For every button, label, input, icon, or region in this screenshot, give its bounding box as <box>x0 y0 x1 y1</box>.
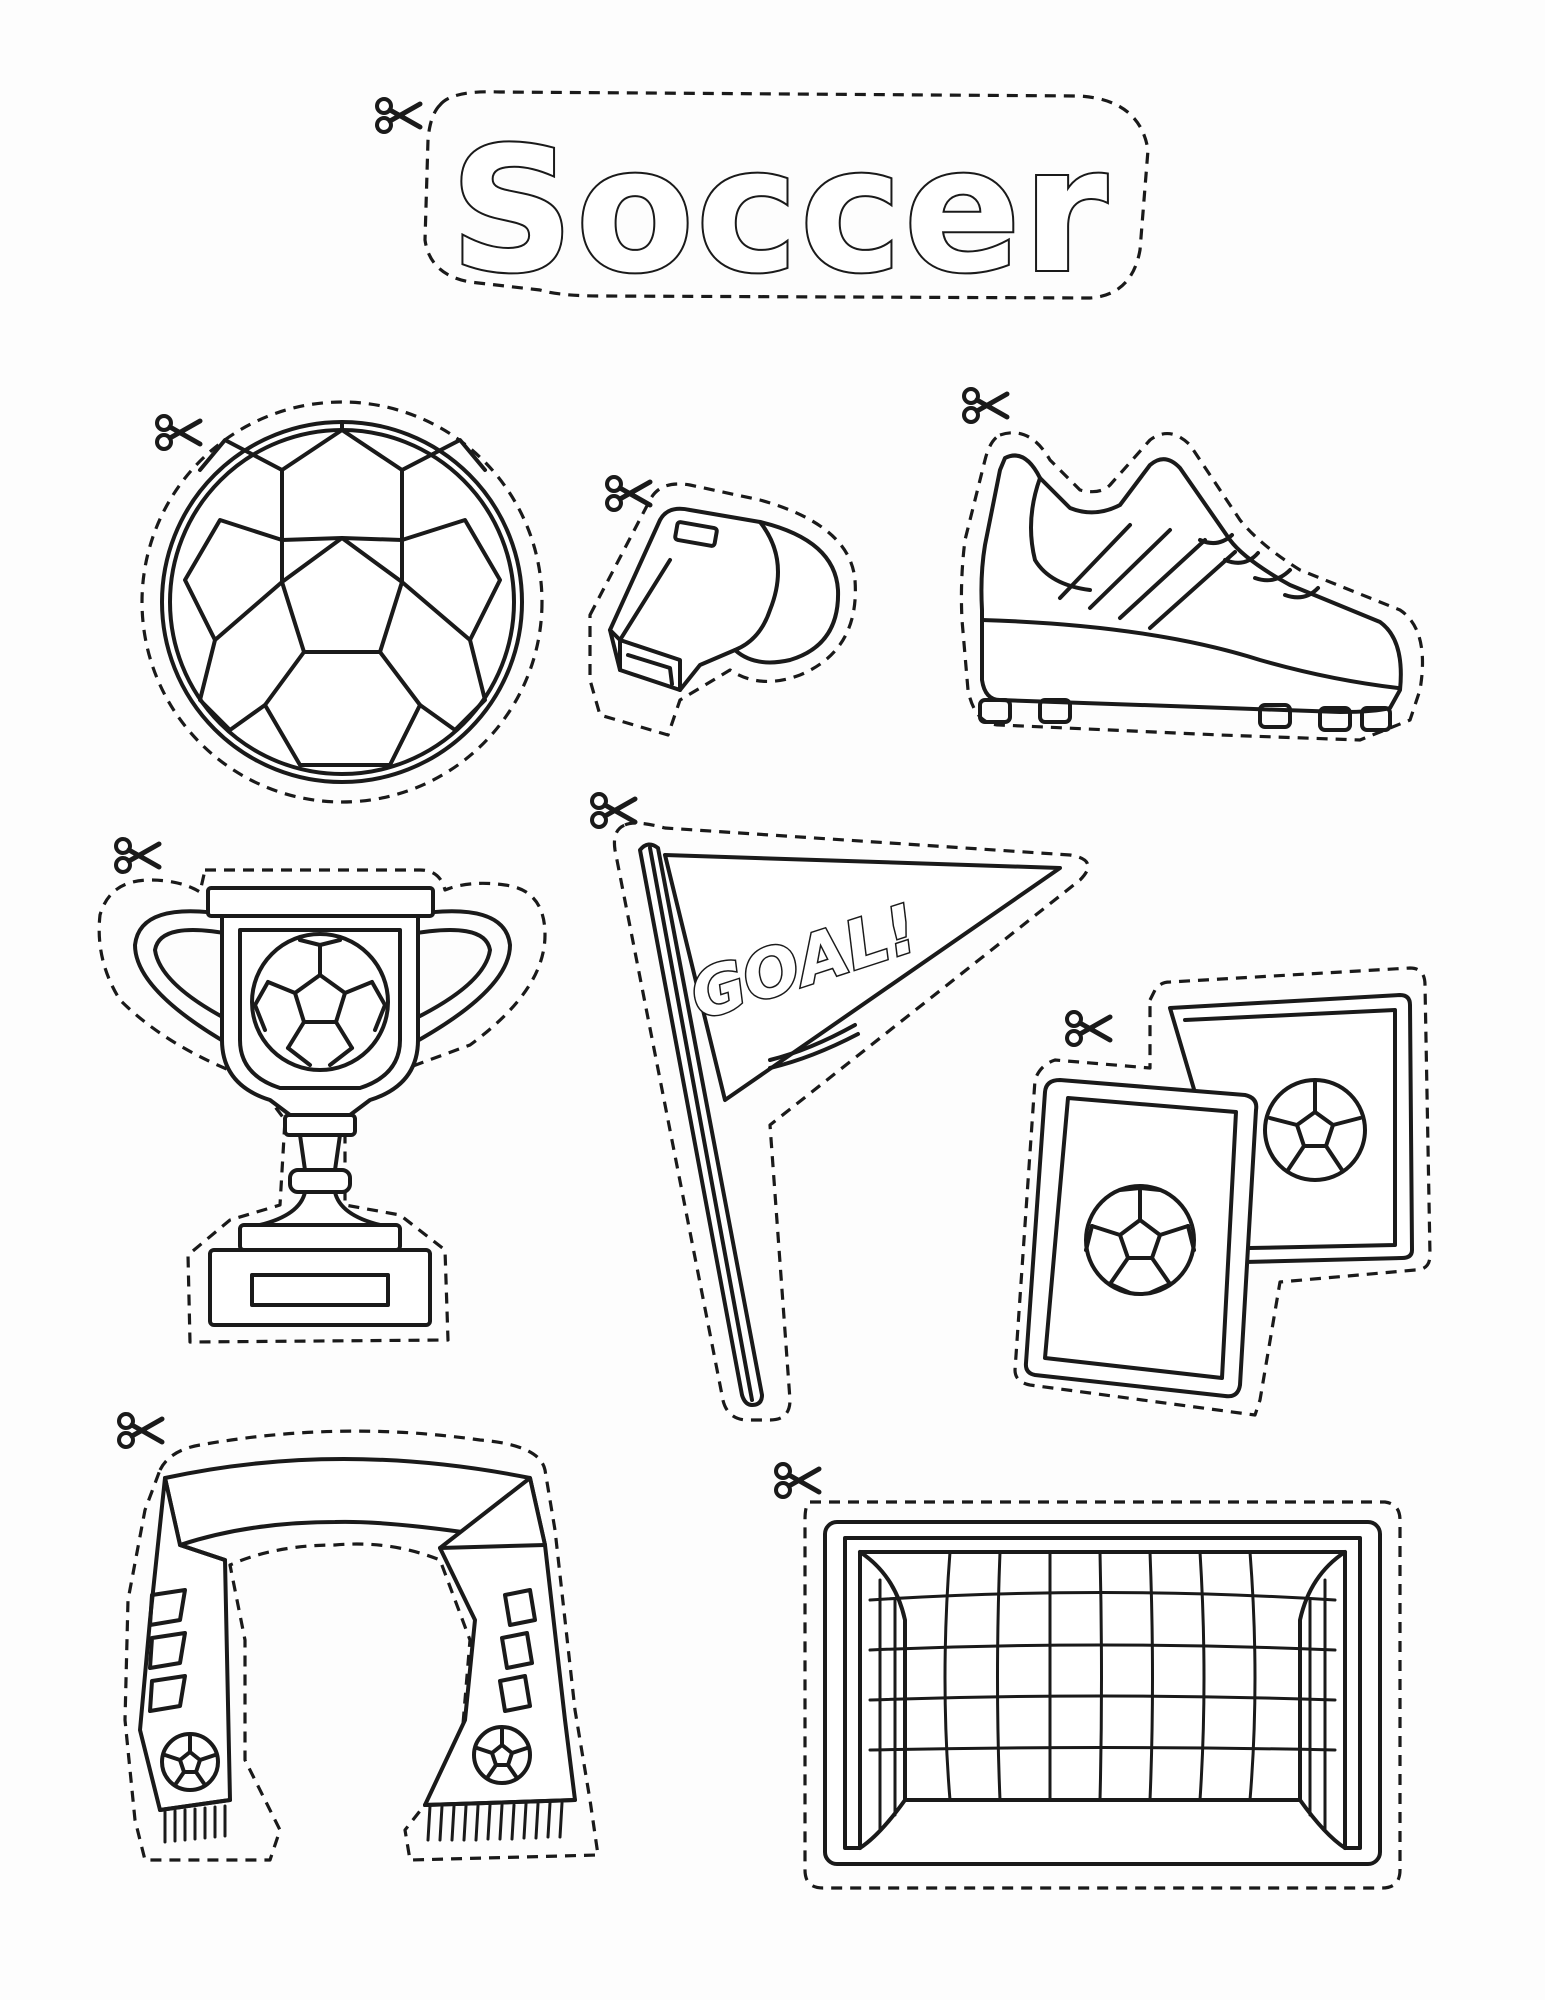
title-sticker: Soccer <box>377 90 1150 313</box>
sticker-goal-net[interactable] <box>776 1464 1402 1890</box>
ball-scissors-icon <box>157 416 200 449</box>
card-front-ball-icon <box>1084 1184 1196 1296</box>
pennant-cut-line <box>612 821 1090 1422</box>
sticker-cards[interactable] <box>1013 966 1432 1417</box>
sticker-trophy[interactable] <box>97 839 547 1344</box>
sticker-cleat[interactable] <box>959 389 1424 742</box>
sticker-whistle[interactable] <box>588 477 857 737</box>
whistle-icon <box>608 506 841 692</box>
pennant-scissors-icon <box>592 794 635 827</box>
goal-net-icon <box>823 1520 1382 1866</box>
scarf-icon <box>138 1457 577 1844</box>
page-title: Soccer <box>450 110 1109 311</box>
whistle-cut-line <box>588 482 857 737</box>
soccer-cleat-icon <box>978 453 1403 732</box>
scarf-right-ball-icon <box>472 1725 532 1785</box>
trophy-icon <box>133 886 512 1327</box>
trophy-scissors-icon <box>116 839 159 872</box>
card-back-ball-icon <box>1263 1078 1367 1182</box>
sticker-scarf[interactable] <box>119 1414 600 1862</box>
trophy-cut-line <box>97 868 547 1344</box>
cleat-scissors-icon <box>964 389 1007 422</box>
soccer-ball-icon <box>160 420 524 784</box>
ball-cut-line <box>140 400 544 804</box>
goal-net-cut-line <box>803 1500 1402 1890</box>
cards-cut-line <box>1013 966 1432 1417</box>
goal-net-scissors-icon <box>776 1464 819 1497</box>
scarf-cut-line <box>123 1429 600 1862</box>
scarf-scissors-icon <box>119 1414 162 1447</box>
sticker-soccer-ball[interactable] <box>140 400 544 804</box>
trophy-ball-icon <box>250 932 390 1072</box>
cleat-cut-line <box>959 431 1424 742</box>
title-scissors-icon <box>377 99 420 132</box>
sticker-pennant[interactable]: GOAL! <box>592 794 1090 1422</box>
title-cut-line <box>423 90 1150 300</box>
goal-pennant-icon: GOAL! <box>638 842 1062 1407</box>
player-cards-icon <box>1023 993 1414 1399</box>
scarf-left-ball-icon <box>160 1732 220 1792</box>
whistle-scissors-icon <box>607 477 650 510</box>
cards-scissors-icon <box>1067 1012 1110 1045</box>
